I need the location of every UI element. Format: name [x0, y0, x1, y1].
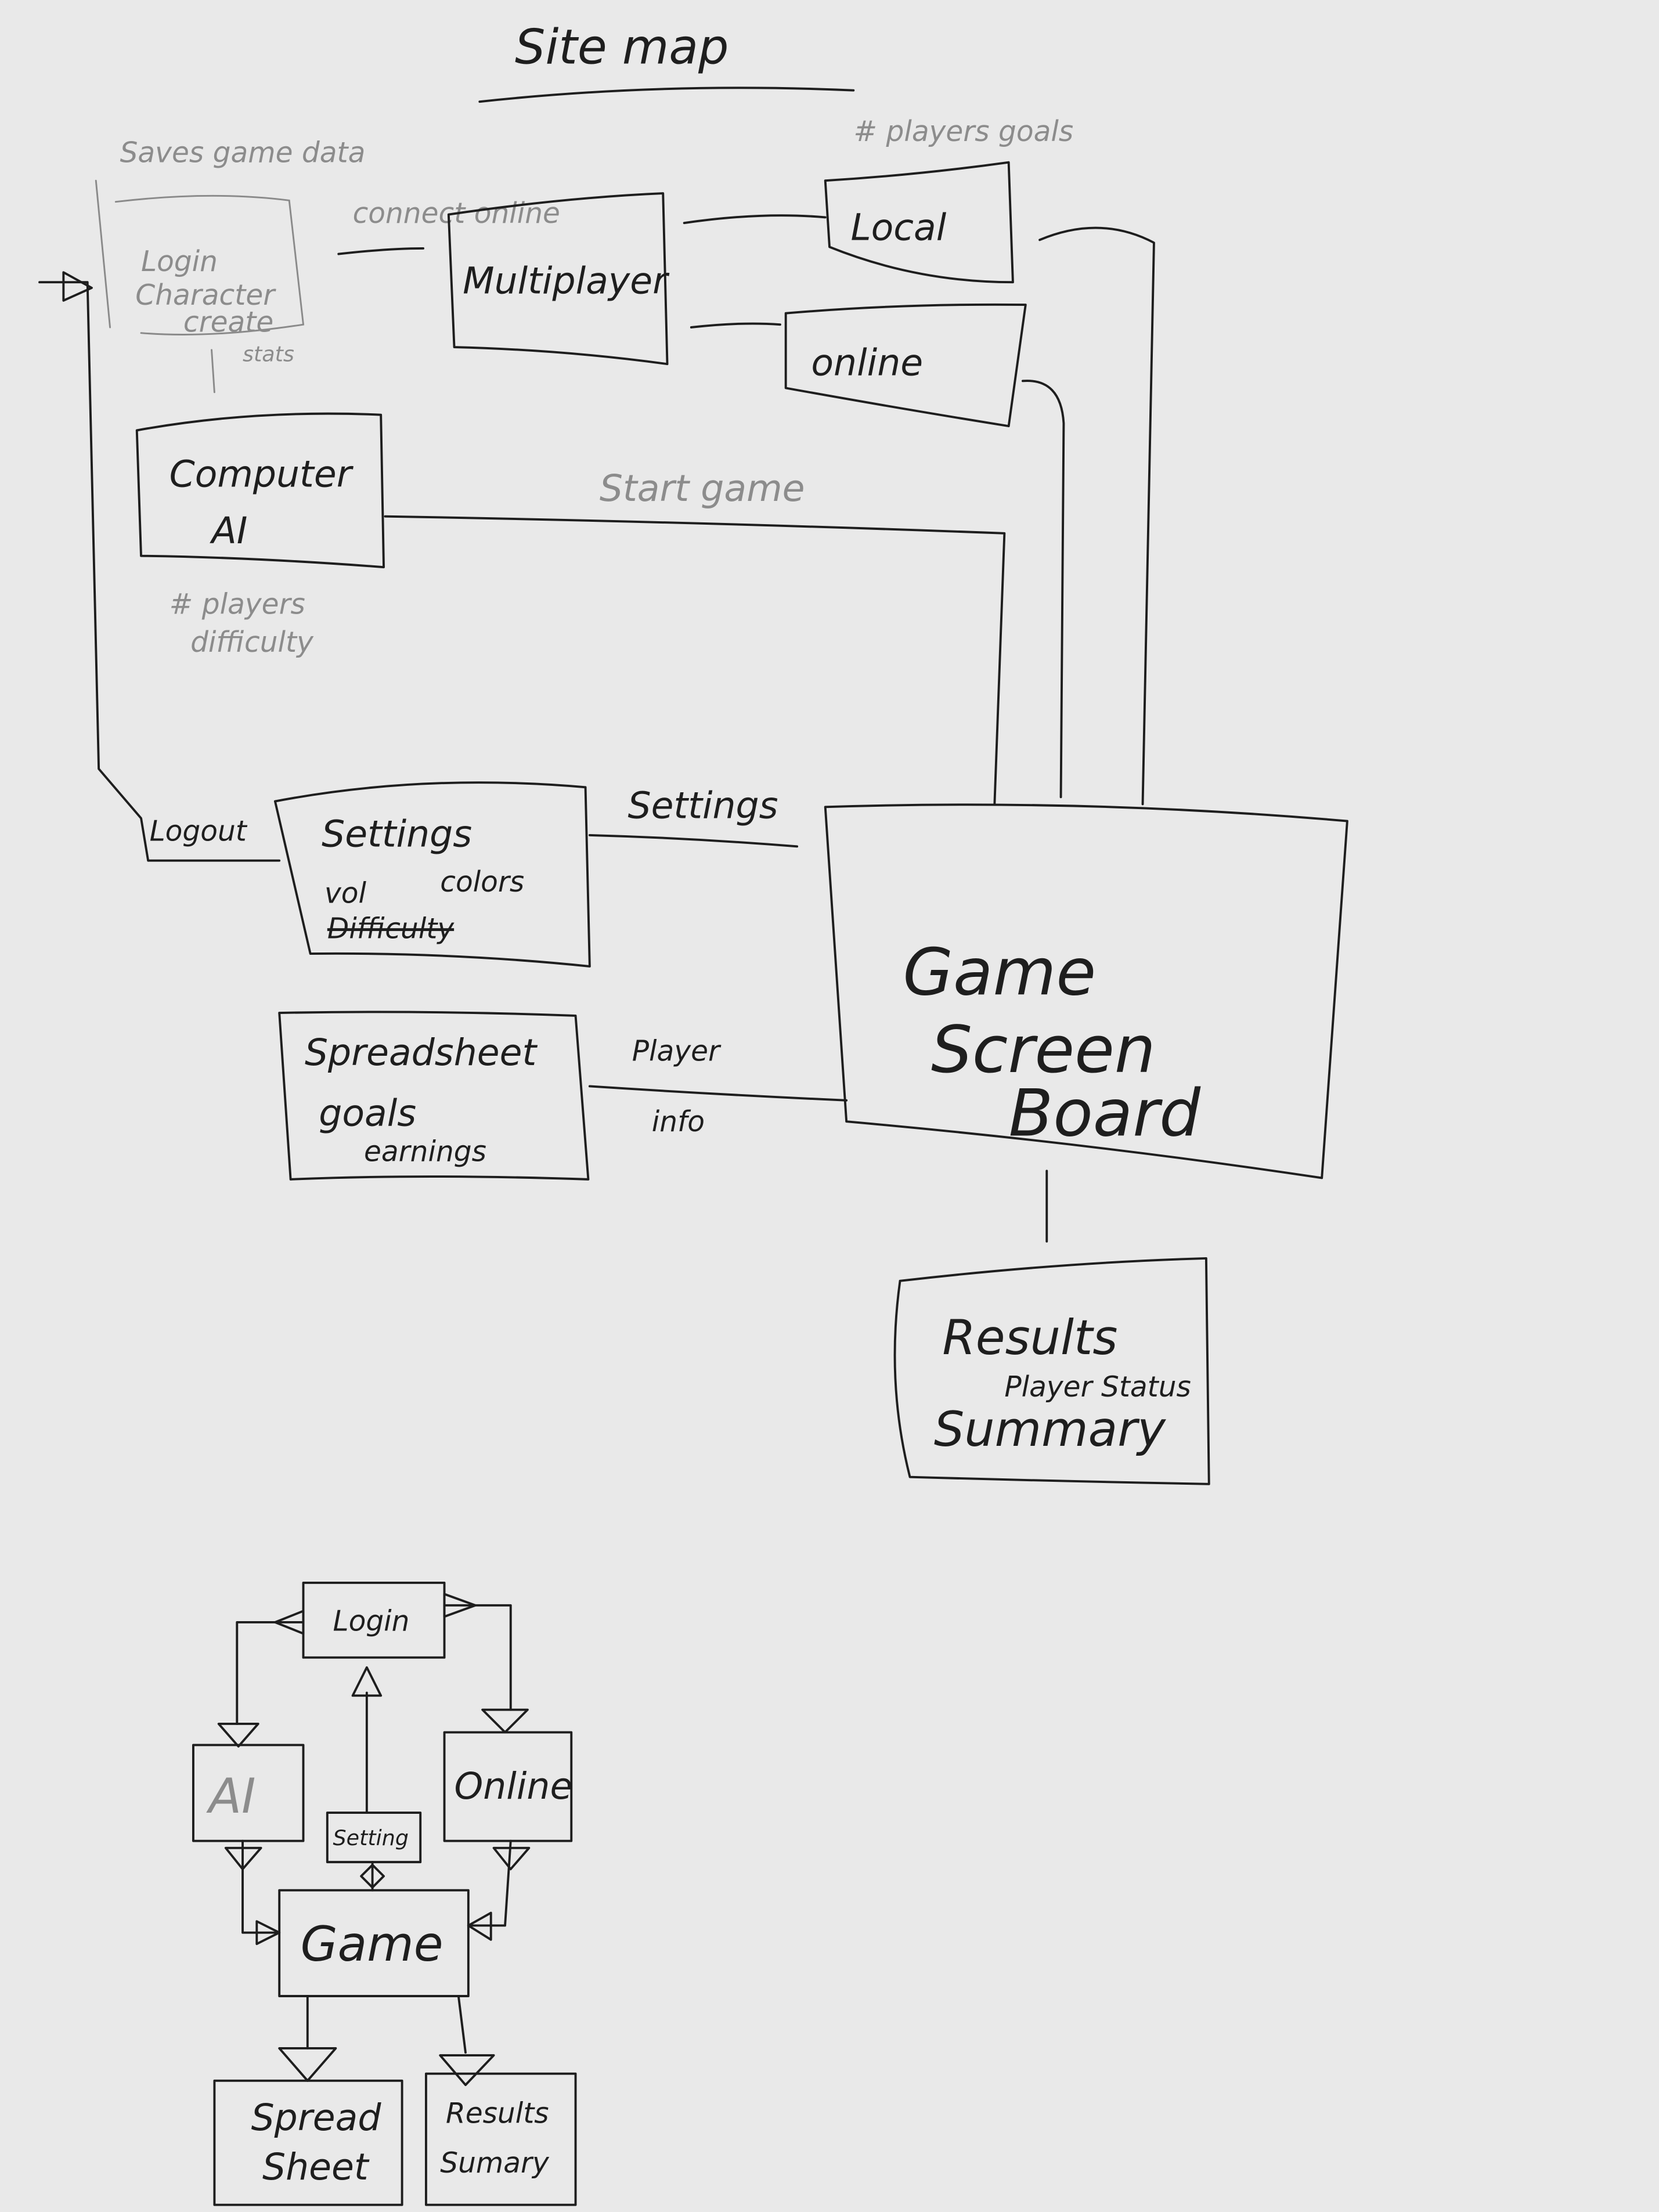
mini-diagram: Login AI Setting Online Game Spread Shee…	[192, 1581, 577, 2206]
settings-title: Settings	[322, 812, 472, 855]
mini-arrow-icon	[443, 1593, 477, 1618]
mini-login-label: Login	[333, 1605, 410, 1638]
computer-label: Computer	[169, 453, 354, 496]
online-label: online	[811, 341, 923, 384]
mini-online-label: Online	[455, 1764, 573, 1807]
login-box	[95, 179, 305, 335]
mini-spread-label: Spread	[251, 2096, 382, 2139]
login-to-ai-line	[211, 349, 215, 394]
spreadsheet-earnings: earnings	[364, 1135, 486, 1168]
mini-results-box	[424, 2072, 577, 2206]
ai-to-game-line	[384, 515, 1006, 806]
mini-arrow-icon	[481, 1708, 529, 1734]
board-label: Board	[1009, 1076, 1202, 1152]
spreadsheet-to-game-line	[588, 1085, 848, 1102]
mini-arrow-icon	[217, 1723, 259, 1748]
start-game-label: Start game	[600, 467, 805, 510]
results-title: Results	[942, 1310, 1117, 1366]
mini-online-box	[443, 1731, 573, 1842]
results-player-status: Player Status	[1004, 1371, 1191, 1403]
local-label: Local	[850, 205, 946, 248]
spreadsheet-box	[278, 1011, 590, 1181]
logout-label: Logout	[150, 815, 248, 848]
spreadsheet-title: Spreadsheet	[305, 1031, 538, 1074]
player-info-player: Player	[632, 1035, 722, 1068]
ai-note-players: # players	[169, 588, 305, 620]
spreadsheet-goals: goals	[319, 1092, 416, 1135]
mini-login-to-online-line	[443, 1604, 512, 1711]
online-box	[784, 303, 1027, 428]
settings-to-game-line	[588, 833, 799, 848]
game-label: Game	[903, 935, 1096, 1011]
mini-ai-to-game-line	[241, 1839, 281, 1934]
logout-arrow-icon	[62, 271, 93, 302]
mini-setting-box	[326, 1812, 422, 1864]
local-note: # players goals	[853, 116, 1073, 148]
stats-label: stats	[243, 341, 294, 366]
ai-note-difficulty: difficulty	[190, 626, 314, 659]
mini-arrow-icon	[224, 1846, 262, 1871]
login-note: Saves game data	[120, 137, 366, 169]
mini-login-to-ai-line	[236, 1621, 305, 1725]
screen-label: Screen	[931, 1012, 1156, 1088]
settings-difficulty: Difficulty	[327, 912, 455, 945]
multiplayer-label: Multiplayer	[463, 259, 670, 302]
mini-ai-label: AI	[206, 1769, 256, 1824]
create-label: create	[183, 306, 273, 338]
mini-game-box	[278, 1889, 470, 1997]
ai-label: AI	[210, 509, 248, 552]
results-summary: Summary	[934, 1402, 1166, 1457]
mini-arrow-icon	[273, 1610, 305, 1635]
settings-colors: colors	[440, 866, 524, 898]
title-underline	[478, 86, 855, 103]
settings-box	[273, 781, 591, 968]
computer-ai-box	[135, 412, 385, 569]
settings-vol: vol	[324, 878, 366, 910]
logout-loop-line	[38, 281, 281, 862]
mini-setting-label: Setting	[333, 1825, 409, 1850]
local-box	[824, 161, 1014, 284]
multiplayer-to-local-line	[683, 214, 827, 225]
character-label: Character	[135, 279, 276, 312]
mini-online-to-game-line	[467, 1839, 512, 1927]
mini-arrow-icon	[439, 2054, 495, 2087]
mini-sheet-label: Sheet	[262, 2145, 370, 2188]
mini-arrow-icon	[360, 1864, 385, 1889]
settings-link-label: Settings	[627, 784, 778, 827]
mini-arrow-icon	[255, 1920, 281, 1946]
game-screen-box	[824, 803, 1348, 1179]
mini-game-label: Game	[301, 1917, 443, 1972]
title: Site map	[515, 20, 728, 75]
local-to-game-line	[1038, 226, 1155, 806]
login-label: Login	[141, 246, 218, 278]
mini-arrow-icon	[278, 2047, 337, 2082]
multiplayer-to-online-line	[690, 322, 781, 329]
mini-ai-box	[192, 1744, 305, 1842]
login-to-multiplayer-line	[337, 247, 425, 255]
mini-arrow-icon	[351, 1666, 383, 1697]
mini-results-label: Results	[446, 2098, 549, 2130]
mini-arrow-icon	[467, 1911, 492, 1941]
mini-summary-label: Sumary	[440, 2147, 550, 2179]
results-box	[893, 1257, 1210, 1485]
mini-game-to-results-line	[457, 1995, 467, 2054]
online-to-game-line	[1022, 380, 1065, 799]
multiplayer-box	[447, 192, 669, 366]
mini-arrow-icon	[492, 1846, 531, 1871]
player-info-info: info	[652, 1106, 705, 1138]
